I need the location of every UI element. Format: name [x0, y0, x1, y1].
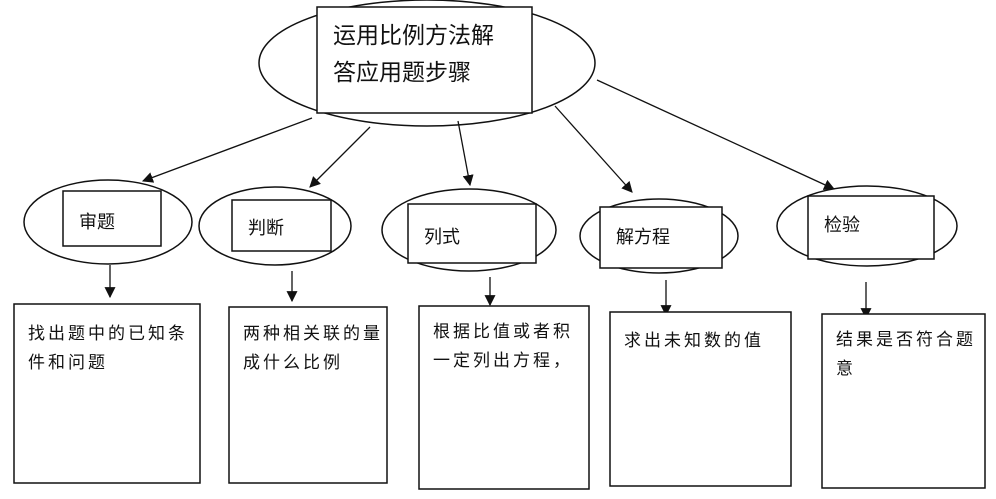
step-5-label: 检验: [824, 215, 860, 236]
step-1-label: 审题: [79, 212, 115, 233]
step-5-detail-box: [821, 313, 986, 489]
step-3-description: 根据比值或者积一定列出方程，: [433, 322, 573, 371]
step-5-ellipse: [776, 185, 958, 267]
step-4-label: 解方程: [616, 227, 670, 248]
root-title-line-2: 答应用题步骤: [333, 60, 471, 86]
step-4-ellipse: [579, 198, 739, 274]
step-1-box: [62, 190, 162, 247]
step-5-description: 结果是否符合题意: [836, 330, 976, 379]
connector-root-to-step-4: [554, 105, 633, 193]
step-4-detail-box: [609, 311, 792, 487]
step-3-label: 列式: [424, 227, 460, 248]
step-3-box: [407, 203, 537, 264]
step-2-label: 判断: [248, 218, 284, 239]
step-1-description: 找出题中的已知条件和问题: [28, 324, 188, 373]
connector-root-to-step-3: [457, 120, 474, 187]
root-box: [316, 6, 533, 114]
step-3-ellipse: [381, 188, 557, 272]
step-4-description: 求出未知数的值: [624, 331, 764, 351]
connector-root-to-step-2: [309, 126, 371, 188]
step-2-description: 两种相关联的量成什么比例: [243, 324, 383, 373]
root-ellipse: [258, 0, 596, 127]
step-3-detail-box: [418, 305, 590, 490]
root-title-line-1: 运用比例方法解: [333, 23, 494, 49]
step-2-box: [231, 199, 332, 252]
step-2-detail-box: [228, 306, 388, 484]
step-2-ellipse: [198, 186, 352, 266]
step-5-box: [807, 195, 935, 260]
connector-root-to-step-5: [596, 79, 835, 190]
step-1-detail-box: [13, 303, 201, 484]
connector-root-to-step-1: [141, 117, 313, 183]
step-4-box: [599, 206, 723, 269]
step-1-ellipse: [23, 179, 193, 265]
